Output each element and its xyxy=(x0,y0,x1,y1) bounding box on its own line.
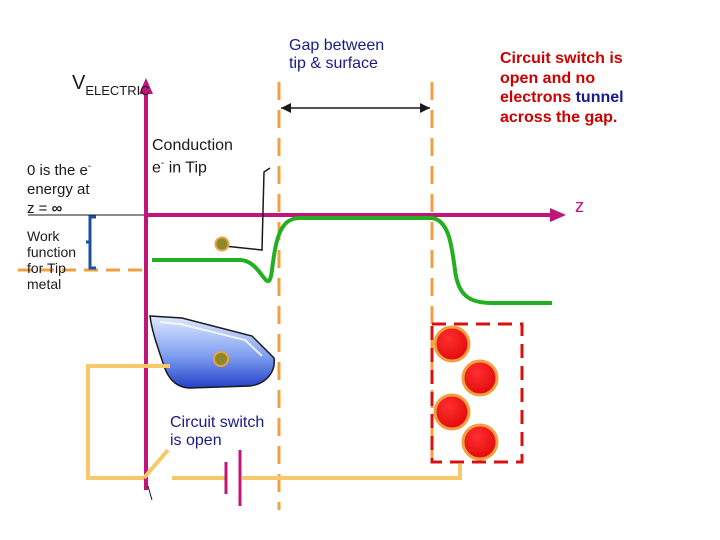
tip-inner-highlight xyxy=(159,321,263,357)
work-function-line4: metal xyxy=(27,276,62,292)
conduction-pointer-line xyxy=(223,167,271,251)
zero-energy-text: 0 is the e xyxy=(27,162,88,179)
note-electrons: electrons xyxy=(500,89,576,106)
gap-arrow-left-head xyxy=(281,103,291,113)
surface-atom xyxy=(461,359,499,397)
surface-atom xyxy=(461,423,499,461)
conduction-label-line2: e- in Tip xyxy=(152,155,233,177)
zero-energy-line2: energy at xyxy=(27,181,90,198)
surface-atoms-box xyxy=(430,322,524,464)
surface-atom xyxy=(433,325,471,363)
potential-energy-curve xyxy=(152,216,552,305)
work-function-bracket xyxy=(86,215,96,270)
circuit-switch-line1: Circuit switch xyxy=(170,414,265,431)
conduction-minus: - xyxy=(160,158,165,169)
z-axis-arrowhead xyxy=(550,208,566,222)
zero-energy-label: 0 is the e- energy at z = ∞ xyxy=(27,157,91,218)
circuit-wire-left xyxy=(86,364,170,480)
conduction-e: e xyxy=(152,159,161,177)
conduction-electron-dot xyxy=(214,236,230,252)
zero-energy-minus: - xyxy=(87,161,92,172)
v-electric-label: VELECTRIC xyxy=(72,72,150,98)
circuit-switch-label: Circuit switch is open xyxy=(170,414,264,450)
circuit-wire-right xyxy=(242,464,462,480)
gap-label-line2: tip & surface xyxy=(289,55,378,72)
note-line4: across the gap. xyxy=(500,108,618,126)
infinity-symbol: ∞ xyxy=(51,200,63,217)
v-electric-sub: ELECTRIC xyxy=(85,83,150,98)
note-line1: Circuit switch is xyxy=(500,50,623,67)
switch-blade xyxy=(142,448,170,480)
zero-energy-line1: 0 is the e- xyxy=(27,157,91,180)
surface-atom xyxy=(433,393,471,431)
note-tunnel: tunnel xyxy=(575,89,624,106)
work-function-label: Work function for Tip metal xyxy=(27,228,76,292)
note-line2: open and no xyxy=(500,69,596,87)
tip-body xyxy=(149,315,275,389)
circuit-switch-line2: is open xyxy=(170,432,222,449)
switch-pointer-line xyxy=(147,485,153,501)
gap-label: Gap between tip & surface xyxy=(289,37,384,73)
v-electric-main: V xyxy=(72,72,86,94)
note-line3: electrons tunnel xyxy=(500,88,624,108)
conduction-label: Conduction e- in Tip xyxy=(152,137,233,177)
work-function-line3: for Tip xyxy=(27,260,66,276)
tip-electron-dot xyxy=(213,351,229,367)
work-function-line2: function xyxy=(27,244,77,260)
gap-label-line1: Gap between xyxy=(289,37,385,54)
z-axis-label: z xyxy=(575,196,584,216)
gap-arrow-right-head xyxy=(420,103,430,113)
work-function-line1: Work xyxy=(27,228,60,244)
zero-energy-line3: z = ∞ xyxy=(27,199,91,218)
conduction-in-tip: in Tip xyxy=(164,159,207,177)
note-label: Circuit switch is open and no electrons … xyxy=(500,49,624,127)
energy-axis-arrowhead xyxy=(139,78,153,94)
z-equals: z = xyxy=(27,200,52,217)
conduction-label-line1: Conduction xyxy=(152,137,233,154)
